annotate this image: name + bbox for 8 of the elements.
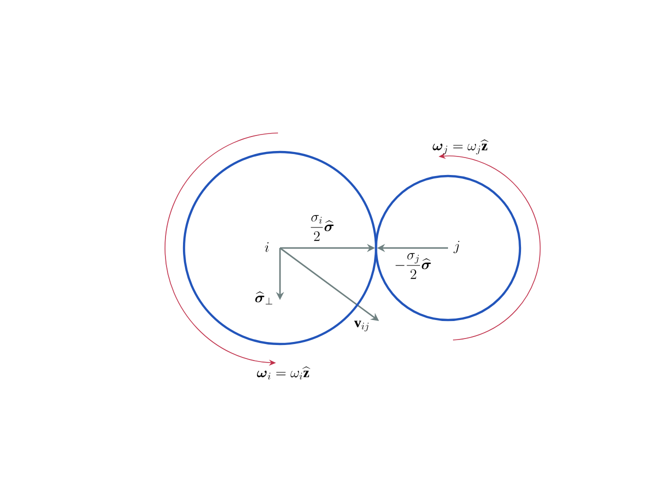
vector-label: $\frac{\sigma_i}{2}\widehat{\boldsymbol{\sigma}}$	[310, 215, 334, 241]
particle-label: $j$	[454, 240, 460, 254]
vector-label: $\mathbf{v}_{ij}$	[354, 320, 369, 332]
vector-label: $-\frac{\sigma_j}{2}\widehat{\boldsymbol{\sigma}}$	[396, 253, 431, 279]
vector-label: $\widehat{\boldsymbol{\sigma}}_\perp$	[255, 291, 272, 304]
particle-label: $i$	[265, 242, 269, 252]
vector-label: $\boldsymbol{\omega}_i = \omega_i\widehat{\mathbf{z}}$	[256, 366, 310, 380]
vector-label: $\boldsymbol{\omega}_j = \omega_j\widehat{\mathbf{z}}$	[432, 139, 488, 154]
